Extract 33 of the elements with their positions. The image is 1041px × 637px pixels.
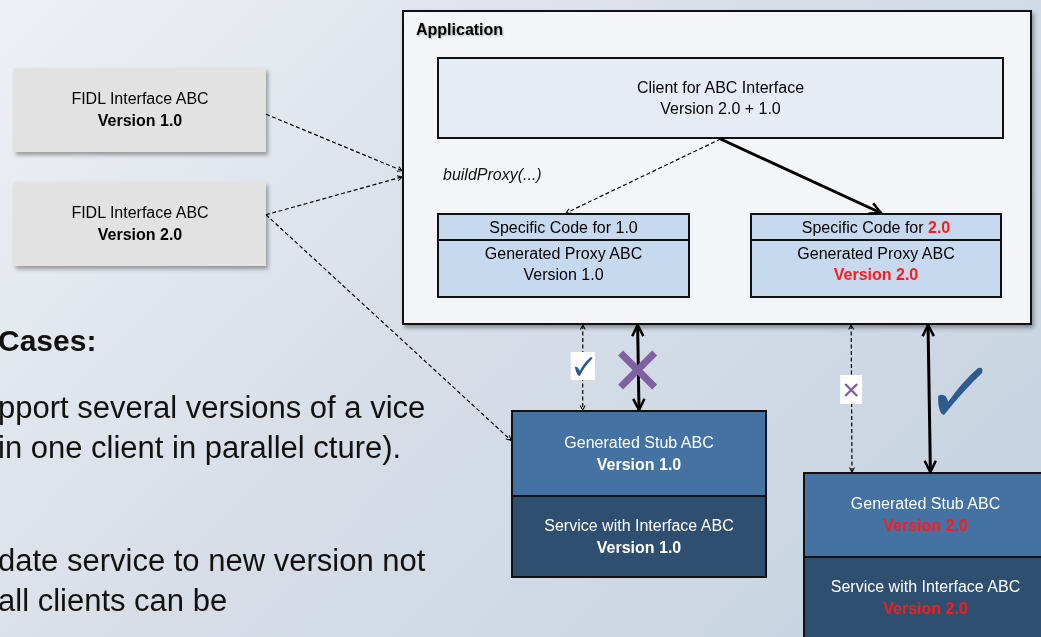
interface-box [14, 68, 266, 152]
box-label: FIDL Interface ABC Version 1.0 [70, 89, 210, 131]
stub-section: Generated Stub ABC Version 1.0 [513, 412, 765, 497]
double-arrow [630, 323, 646, 412]
arrow [265, 214, 512, 441]
section-heading: Cases: [0, 324, 98, 358]
code-header: Specific Code for 1.0 [439, 215, 688, 241]
proxy-label: Generated Proxy ABC Version 1.0 [483, 244, 644, 285]
arrow [265, 175, 403, 216]
double-arrow [579, 324, 586, 411]
proxy-label: Generated Proxy ABC Version 2.0 [796, 244, 956, 285]
body-text: pport several versions of a vice in one client in parallel cture). [0, 389, 427, 467]
arrow [265, 113, 403, 172]
body-text: date service to new version not all clients can be [0, 542, 427, 620]
double-arrow [921, 323, 938, 474]
double-arrow [848, 324, 855, 473]
client-box [437, 57, 1004, 139]
application-frame [402, 10, 1032, 325]
service-section: Service with Interface ABC Version 1.0 [513, 497, 765, 576]
proxy-box [437, 213, 690, 298]
code-header: Specific Code for 2.0 [752, 215, 1000, 241]
arrow [565, 138, 722, 214]
stub-service-box [803, 472, 1041, 637]
arrow [719, 137, 883, 215]
proxy-box [750, 213, 1002, 298]
frame-title: Application [416, 21, 504, 39]
stub-service-box [511, 410, 767, 578]
service-section: Service with Interface ABC Version 2.0 [805, 558, 1041, 637]
stub-section: Generated Stub ABC Version 2.0 [805, 474, 1041, 558]
box-label: Client for ABC Interface Version 2.0 + 1.0 [635, 78, 806, 119]
box-label: FIDL Interface ABC Version 2.0 [70, 203, 210, 245]
interface-box [14, 182, 266, 266]
edge-label: buildProxy(...) [443, 166, 542, 184]
